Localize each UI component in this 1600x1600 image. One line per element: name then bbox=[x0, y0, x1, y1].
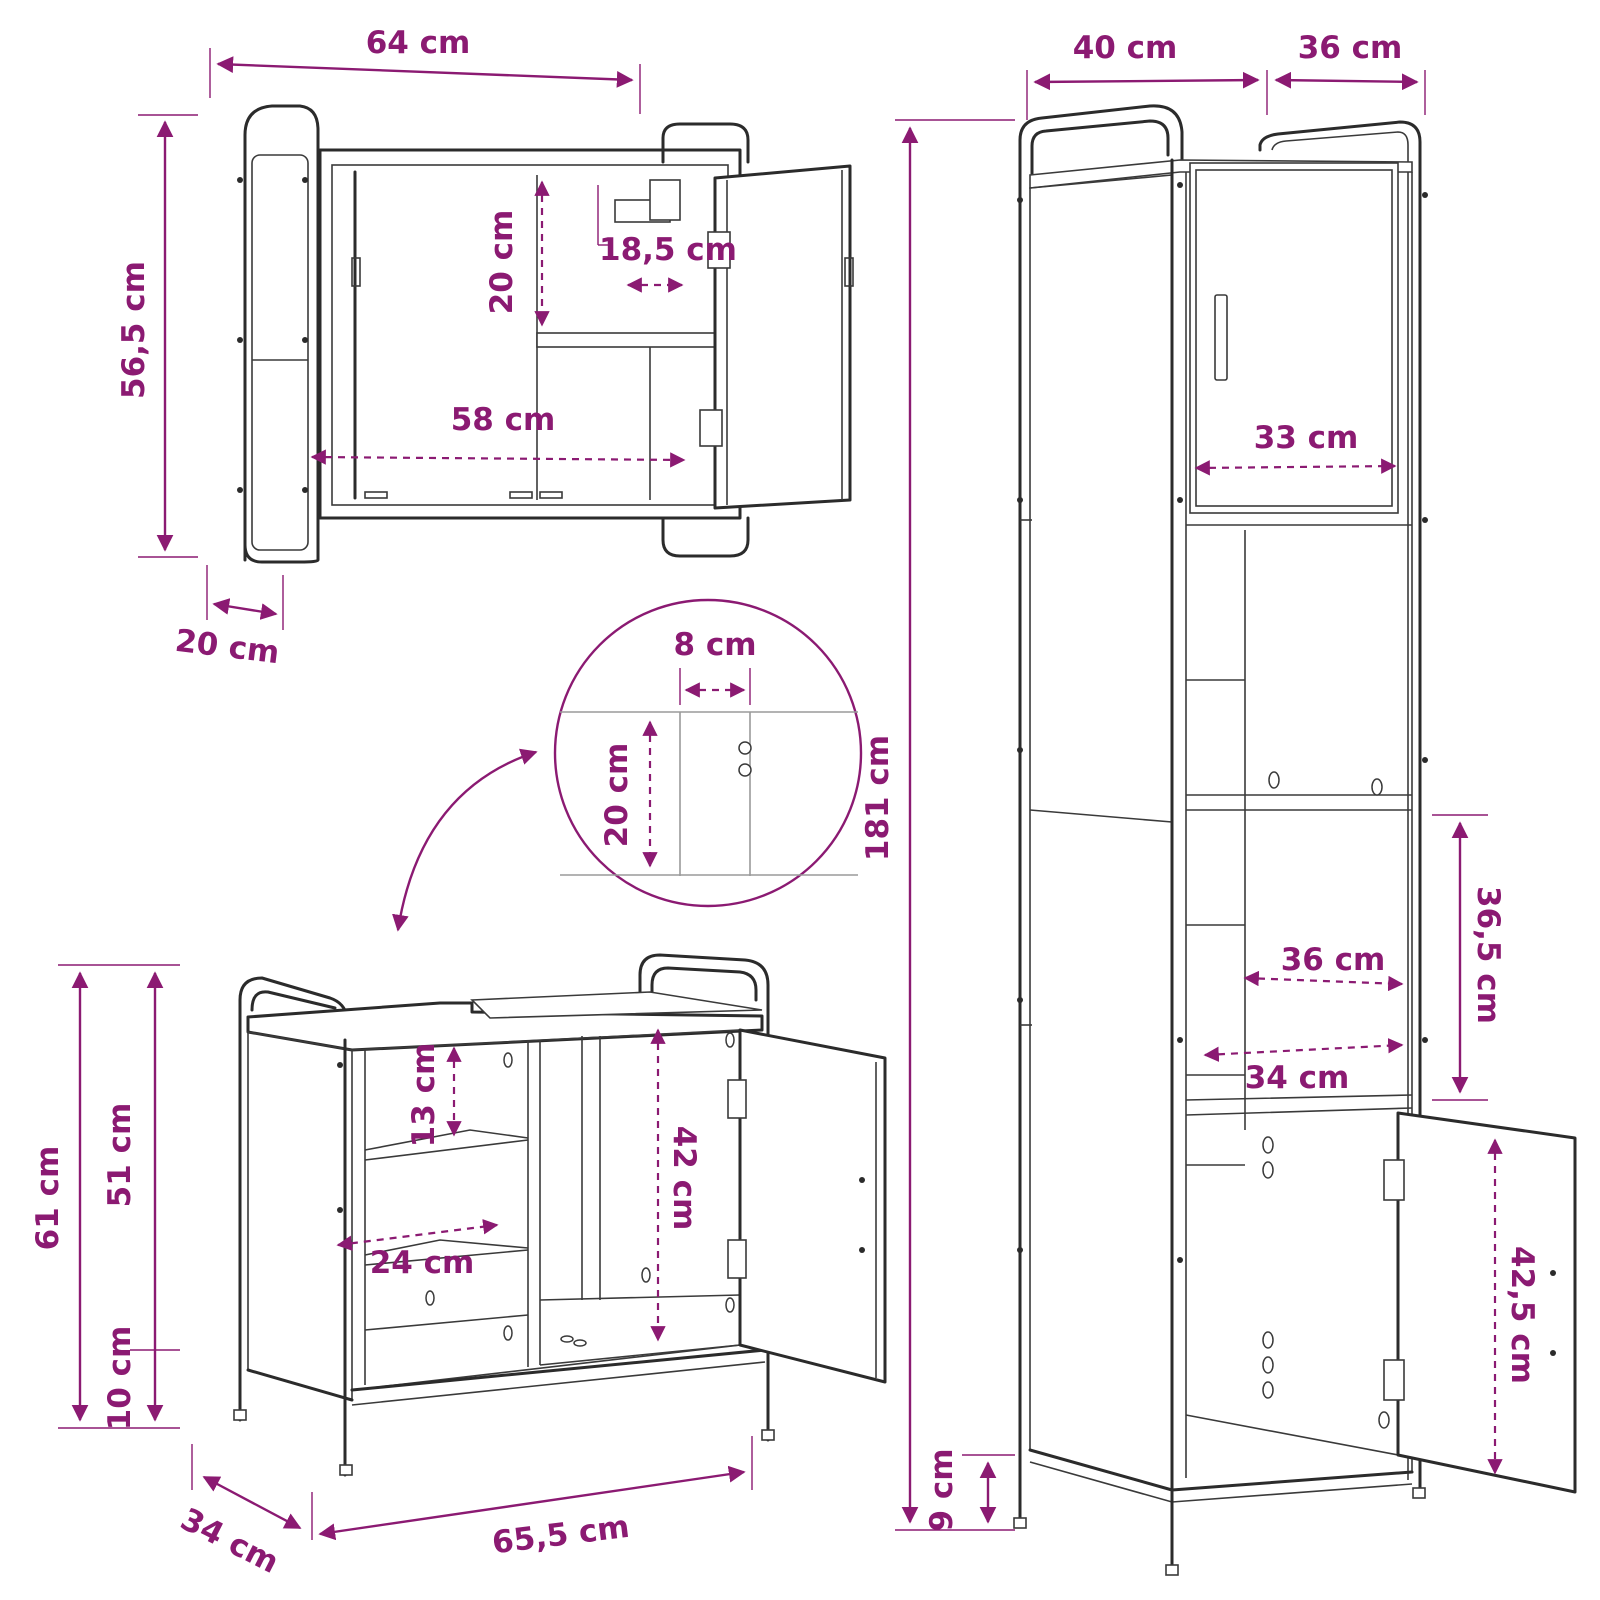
sink-cabinet-drawing bbox=[233, 953, 887, 1477]
tall-door-height-label: 42,5 cm bbox=[1504, 1246, 1540, 1384]
tall-shelf-lower-label: 34 cm bbox=[1245, 1060, 1350, 1096]
tall-cabinet-dimensions bbox=[895, 70, 1503, 1531]
tall-depth-arrow bbox=[1274, 71, 1419, 91]
tall-depth-label: 36 cm bbox=[1298, 30, 1403, 66]
tall-shelf-upper-arrow bbox=[1243, 970, 1404, 992]
sink-leg-height-label: 10 cm bbox=[102, 1326, 138, 1431]
sink-depth-label: 34 cm bbox=[175, 1501, 285, 1581]
wall-width-label: 64 cm bbox=[366, 25, 471, 61]
tall-height-label: 181 cm bbox=[860, 735, 896, 861]
tall-cabinet-drawing bbox=[1013, 104, 1577, 1576]
sink-shelf-gap-label: 13 cm bbox=[406, 1043, 442, 1148]
wall-depth-arrow bbox=[212, 598, 278, 620]
detail-height-label: 20 cm bbox=[599, 743, 635, 848]
sink-total-height-label: 61 cm bbox=[30, 1146, 66, 1251]
sink-width-arrow bbox=[318, 1465, 746, 1541]
wall-inner-width-label: 58 cm bbox=[451, 402, 556, 438]
wall-cabinet-dimensions bbox=[138, 48, 686, 630]
detail-pointer-arrow bbox=[392, 748, 538, 932]
tall-compartment-height-label: 36,5 cm bbox=[1470, 886, 1506, 1024]
wall-width-arrow bbox=[216, 56, 634, 88]
sink-body-height-label: 51 cm bbox=[102, 1103, 138, 1208]
sink-shelf-width-arrow bbox=[336, 1219, 499, 1251]
sink-depth-arrow bbox=[202, 1475, 302, 1530]
wall-compartment-label: 20 cm bbox=[484, 210, 520, 315]
tall-width-arrow bbox=[1033, 71, 1260, 91]
wall-cabinet-drawing bbox=[237, 104, 854, 564]
tall-width-label: 40 cm bbox=[1073, 30, 1178, 66]
sink-opening-height-label: 42 cm bbox=[666, 1126, 702, 1231]
tall-door-inner-width-label: 33 cm bbox=[1254, 420, 1359, 456]
wall-inner-width-arrow bbox=[310, 449, 686, 468]
sink-cabinet-dimensions bbox=[58, 964, 753, 1541]
tall-shelf-upper-label: 36 cm bbox=[1281, 942, 1386, 978]
sink-shelf-width-label: 24 cm bbox=[370, 1245, 475, 1281]
wall-shelf-depth-label: 18,5 cm bbox=[599, 232, 737, 268]
wall-height-label: 56,5 cm bbox=[116, 261, 152, 399]
tall-leg-height-label: 9 cm bbox=[924, 1448, 960, 1531]
detail-zoom bbox=[392, 598, 863, 932]
tall-shelf-lower-arrow bbox=[1203, 1038, 1404, 1062]
detail-width-label: 8 cm bbox=[673, 627, 756, 663]
wall-depth-label: 20 cm bbox=[173, 623, 281, 671]
sink-width-label: 65,5 cm bbox=[490, 1509, 631, 1562]
